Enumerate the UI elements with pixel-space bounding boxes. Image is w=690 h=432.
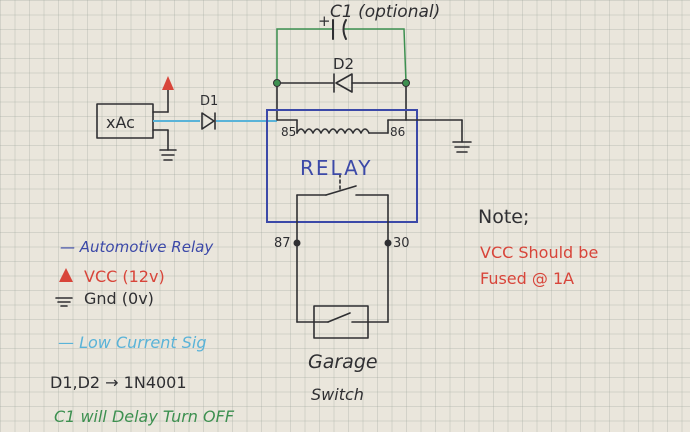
legend-gnd-icon [55, 297, 73, 307]
garage-switch-loop [293, 239, 392, 339]
diode-d2-label: D2 [333, 55, 354, 73]
note-line1: VCC Should be [480, 243, 598, 262]
diode-d1-label: D1 [200, 94, 218, 109]
diode-d2 [273, 73, 410, 121]
garage-switch-label-line2: Switch [311, 385, 364, 404]
legend-diodes: D1,D2 → 1N4001 [50, 373, 187, 392]
xac-source-label: xAc [106, 113, 135, 132]
legend-c1-note: C1 will Delay Turn OFF [54, 407, 235, 426]
relay-ground [405, 119, 472, 153]
pin-30-label: 30 [393, 236, 410, 251]
garage-switch-label-line1: Garage [308, 351, 378, 373]
note-title: Note; [478, 206, 529, 228]
pin-86-label: 86 [390, 125, 405, 139]
pin-85-label: 85 [281, 125, 296, 139]
capacitor-c1-loop [276, 19, 407, 84]
legend-low-current: — Low Current Sig [58, 333, 207, 352]
relay-label: RELAY [300, 156, 372, 180]
diode-d1 [201, 112, 216, 130]
legend-vcc-icon [59, 268, 73, 282]
legend-gnd: Gnd (0v) [84, 289, 154, 308]
legend-vcc: VCC (12v) [84, 267, 165, 286]
vcc-arrow-icon [162, 76, 174, 90]
legend-automotive-relay: — Automotive Relay [60, 238, 214, 256]
note-line2: Fused @ 1A [480, 269, 574, 288]
relay-box [266, 109, 418, 244]
capacitor-plus-sign: + [318, 12, 331, 30]
pin-87-label: 87 [274, 236, 291, 251]
capacitor-c1-label: C1 (optional) [330, 2, 440, 22]
